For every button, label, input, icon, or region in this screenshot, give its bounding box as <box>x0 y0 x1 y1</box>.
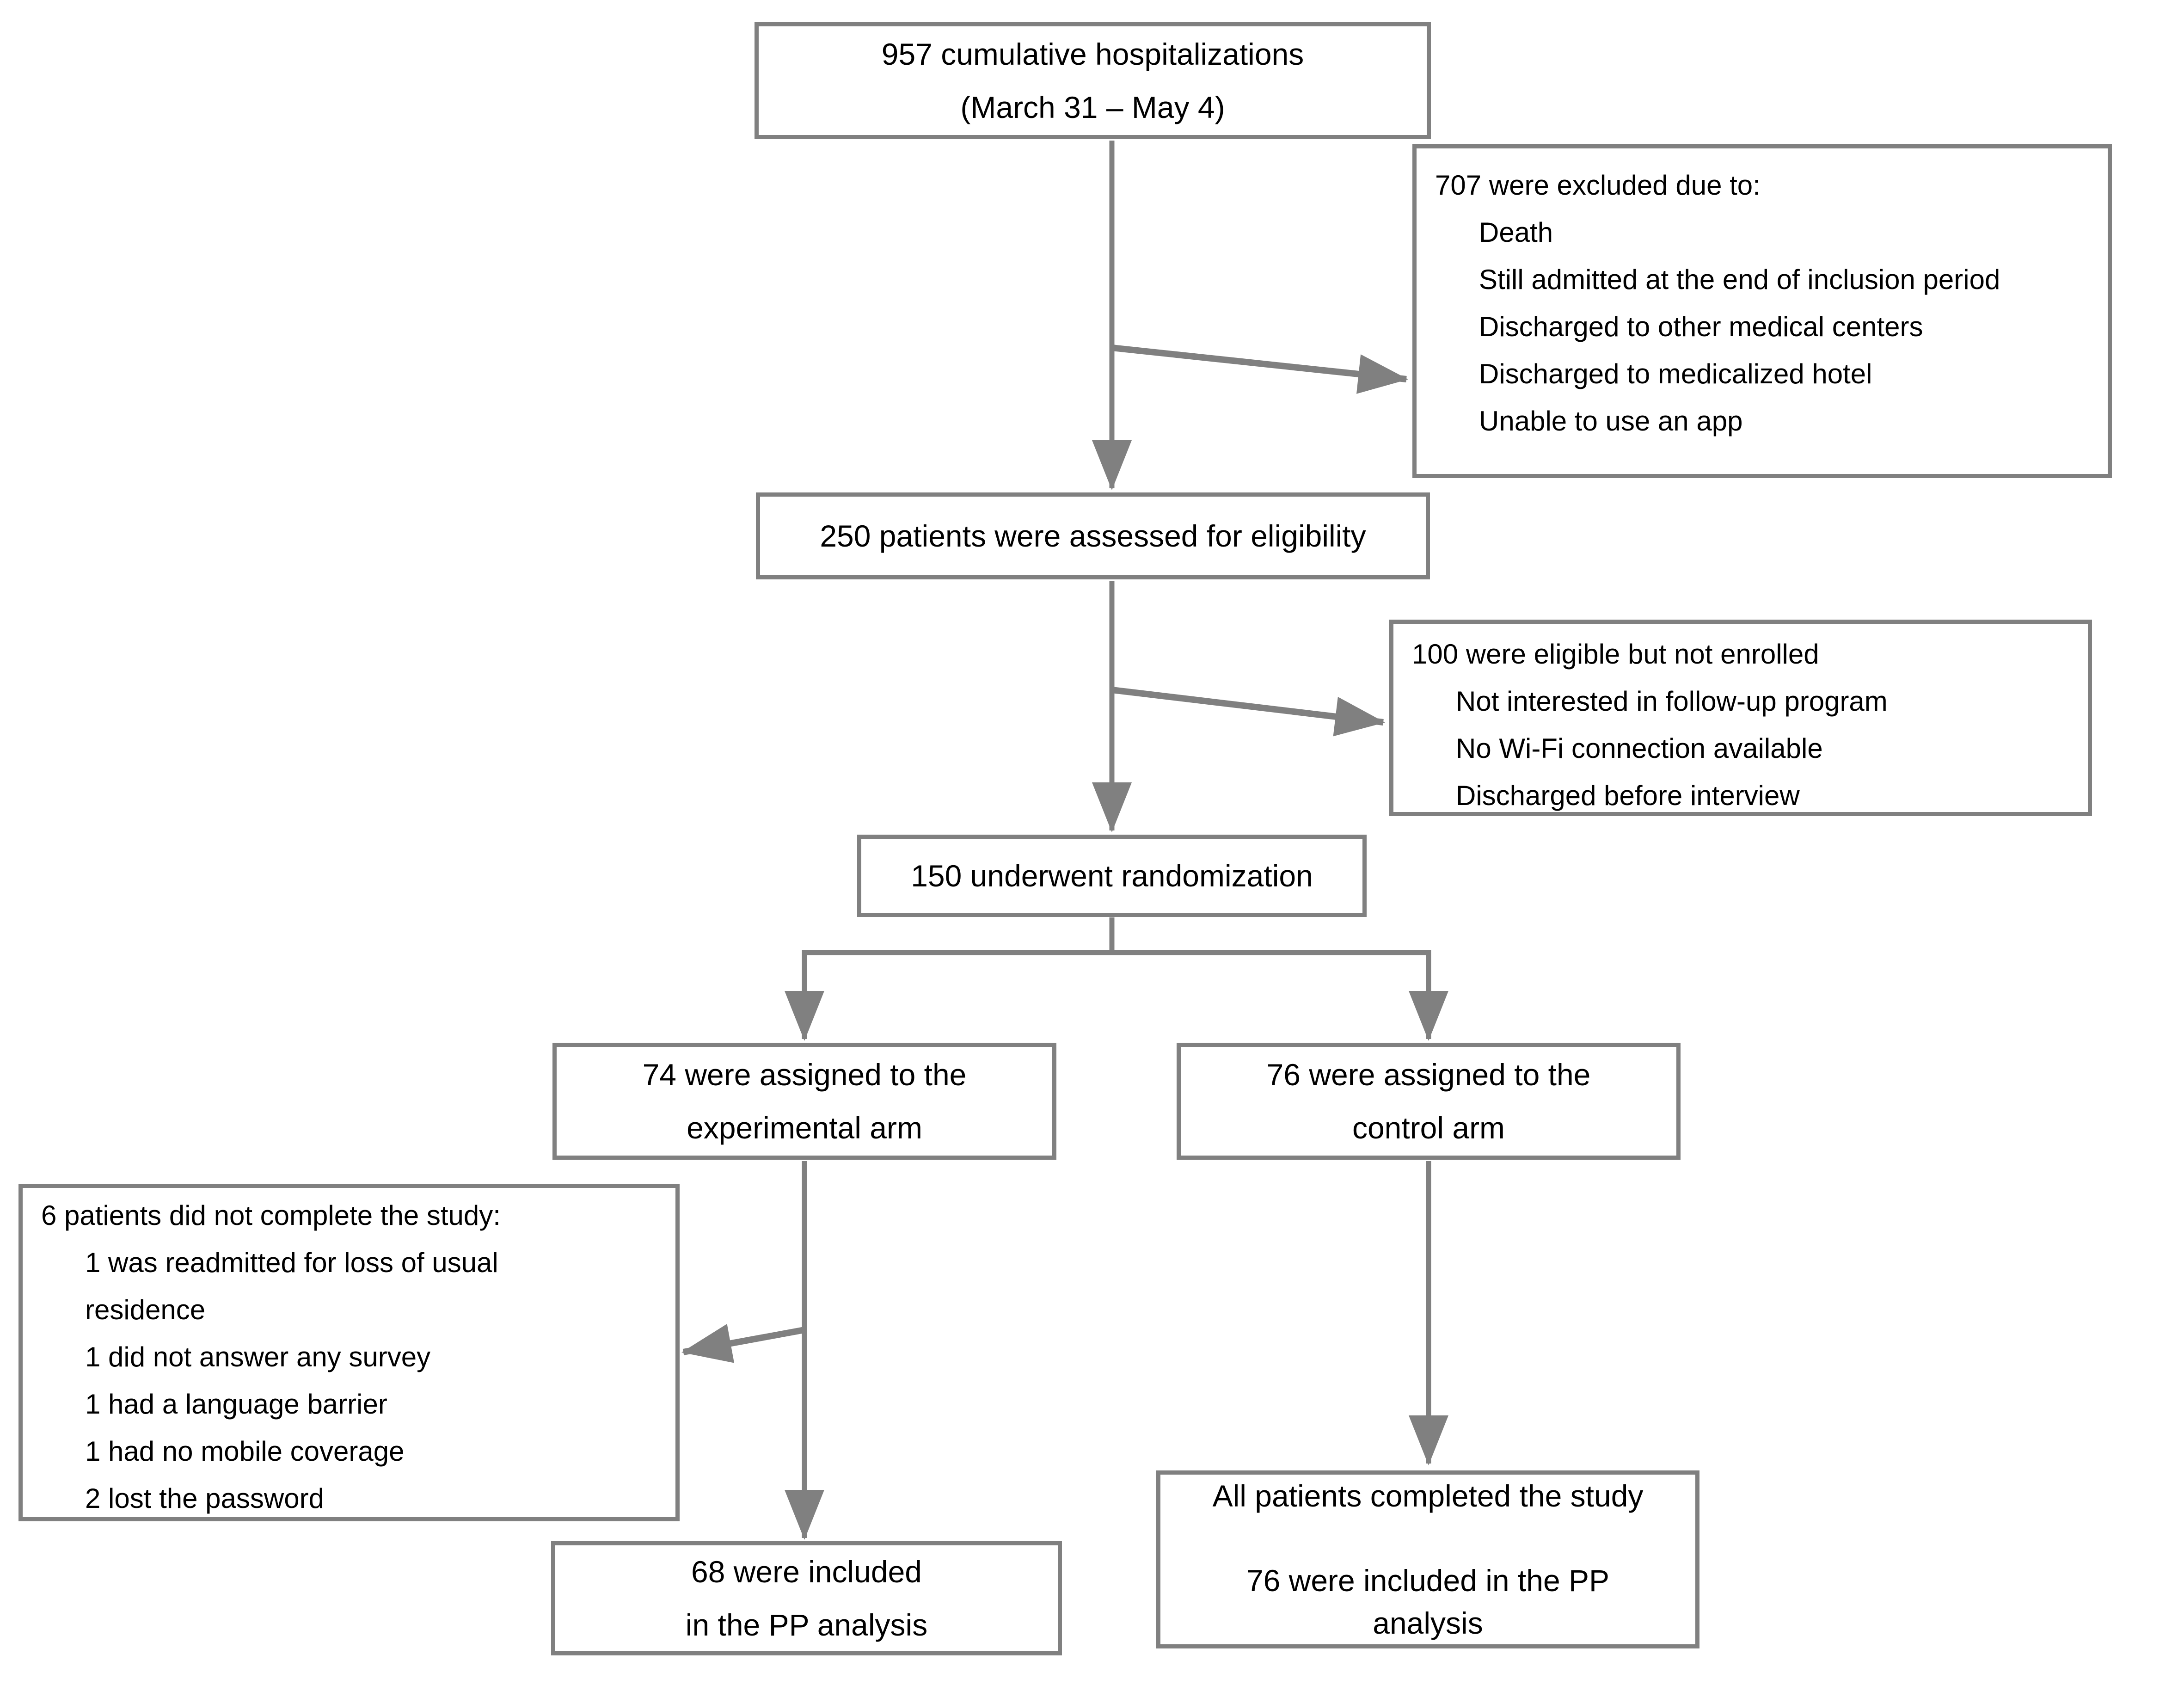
arrow-branch-excluded <box>1111 344 1408 394</box>
arrow-branch-not-enrolled <box>1111 687 1385 737</box>
exclusion-item: 1 was readmitted for loss of usual <box>85 1247 498 1278</box>
exclusion-item: 1 had no mobile coverage <box>85 1435 405 1467</box>
box-text-line: in the PP analysis <box>685 1607 928 1642</box>
exclusion-header: 707 were excluded due to: <box>1435 169 1761 201</box>
box-excluded: 707 were excluded due to: Death Still ad… <box>1412 144 2112 478</box>
box-text-line: 150 underwent randomization <box>911 859 1313 893</box>
box-text-line: analysis <box>1373 1606 1483 1641</box>
box-pp-experimental: 68 were included in the PP analysis <box>551 1541 1062 1655</box>
box-assessed-eligibility: 250 patients were assessed for eligibili… <box>756 492 1430 579</box>
box-not-enrolled: 100 were eligible but not enrolled Not i… <box>1389 620 2092 816</box>
exclusion-item: Not interested in follow-up program <box>1456 685 1888 717</box>
exclusion-item: 2 lost the password <box>85 1482 324 1514</box>
exclusion-item: No Wi-Fi connection available <box>1456 732 1823 764</box>
exclusion-item: Discharged before interview <box>1456 780 1800 811</box>
box-text-line: All patients completed the study <box>1212 1478 1644 1513</box>
box-dropouts: 6 patients did not complete the study: 1… <box>18 1184 680 1521</box>
box-pp-control: All patients completed the study 76 were… <box>1156 1470 1699 1648</box>
exclusion-item: Death <box>1479 216 1553 248</box>
exclusion-item: 1 had a language barrier <box>85 1388 387 1420</box>
box-cumulative-hospitalizations: 957 cumulative hospitalizations (March 3… <box>755 22 1431 139</box>
box-text-line: control arm <box>1352 1111 1505 1145</box>
box-text-line: (March 31 – May 4) <box>960 90 1225 124</box>
box-text-line: experimental arm <box>687 1111 922 1145</box>
box-text-line: 957 cumulative hospitalizations <box>881 37 1304 71</box>
box-text-line: 76 were assigned to the <box>1266 1058 1591 1092</box>
box-text-line: 76 were included in the PP <box>1246 1563 1610 1598</box>
arrow-branch-dropouts <box>681 1323 805 1363</box>
box-text-line: 68 were included <box>691 1555 922 1589</box>
exclusion-header: 6 patients did not complete the study: <box>41 1199 501 1231</box>
exclusion-item: Unable to use an app <box>1479 405 1743 437</box>
exclusion-header: 100 were eligible but not enrolled <box>1412 638 1819 670</box>
connector-randomization-split <box>804 917 1429 955</box>
box-experimental-arm: 74 were assigned to the experimental arm <box>552 1043 1056 1160</box>
exclusion-item: Discharged to other medical centers <box>1479 311 1923 342</box>
box-text-line: 250 patients were assessed for eligibili… <box>820 519 1366 553</box>
exclusion-item: residence <box>85 1294 206 1325</box>
exclusion-item: Discharged to medicalized hotel <box>1479 358 1872 389</box>
box-text-line: 74 were assigned to the <box>642 1058 967 1092</box>
exclusion-item: 1 did not answer any survey <box>85 1341 431 1372</box>
box-control-arm: 76 were assigned to the control arm <box>1177 1043 1681 1160</box>
exclusion-item: Still admitted at the end of inclusion p… <box>1479 264 2000 295</box>
box-randomization: 150 underwent randomization <box>857 835 1367 917</box>
